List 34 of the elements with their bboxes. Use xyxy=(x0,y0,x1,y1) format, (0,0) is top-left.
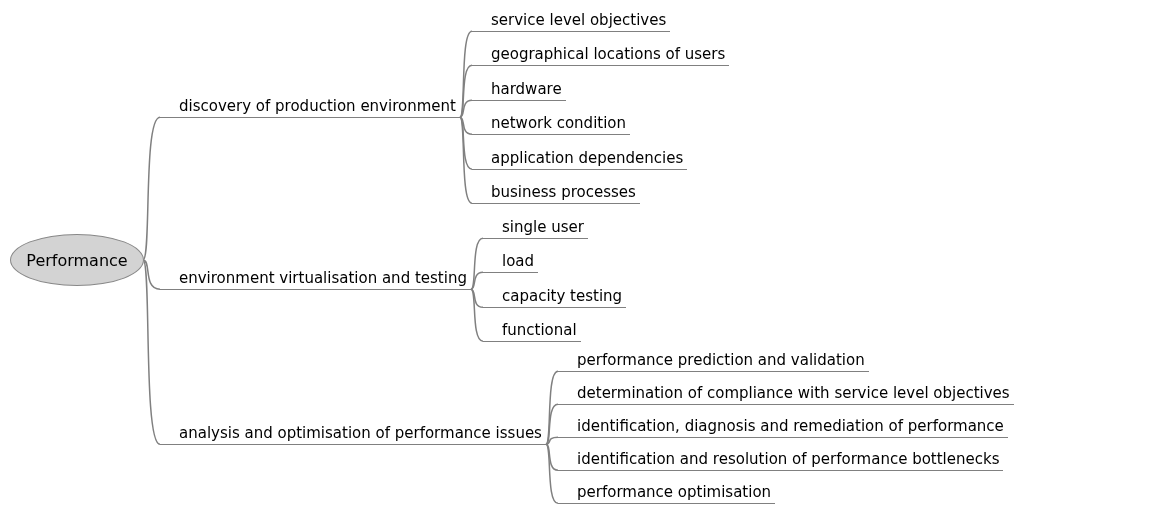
branch-connector xyxy=(459,64,473,118)
branch-connector xyxy=(142,116,161,261)
branch-connector xyxy=(545,443,559,471)
topic-label: discovery of production environment xyxy=(160,97,460,118)
branch-connector xyxy=(459,99,473,118)
branch-connector xyxy=(470,237,484,290)
topic-label: performance optimisation xyxy=(558,483,776,504)
branch-connector xyxy=(545,403,559,445)
topic-label: service level objectives xyxy=(472,11,671,32)
topic-label: identification, diagnosis and remediation of performance xyxy=(558,417,1008,438)
topic-label: performance prediction and validation xyxy=(558,351,869,372)
branch-connector xyxy=(545,436,559,445)
branch-connector xyxy=(470,271,484,290)
topic-label: hardware xyxy=(472,80,566,101)
branch-connector xyxy=(459,30,473,118)
topic-label: load xyxy=(483,252,539,273)
topic-label: geographical locations of users xyxy=(472,45,730,66)
branch-connector xyxy=(470,288,484,308)
branch-connector xyxy=(470,288,484,342)
branch-connector xyxy=(459,116,473,204)
topic-label: identification and resolution of performance bottlenecks xyxy=(558,450,1004,471)
topic-label: determination of compliance with service level objectives xyxy=(558,384,1014,405)
topic-label: capacity testing xyxy=(483,287,627,308)
root-topic-ellipse: Performance xyxy=(10,234,144,286)
topic-label: business processes xyxy=(472,183,640,204)
topic-label: functional xyxy=(483,321,581,342)
topic-label: network condition xyxy=(472,114,631,135)
branch-connector xyxy=(459,116,473,135)
branch-connector xyxy=(142,259,161,290)
branch-connector xyxy=(545,443,559,504)
topic-label: environment virtualisation and testing xyxy=(160,269,471,290)
topic-label: single user xyxy=(483,218,588,239)
topic-label: analysis and optimisation of performance issues xyxy=(160,424,546,445)
topic-label: application dependencies xyxy=(472,149,688,170)
